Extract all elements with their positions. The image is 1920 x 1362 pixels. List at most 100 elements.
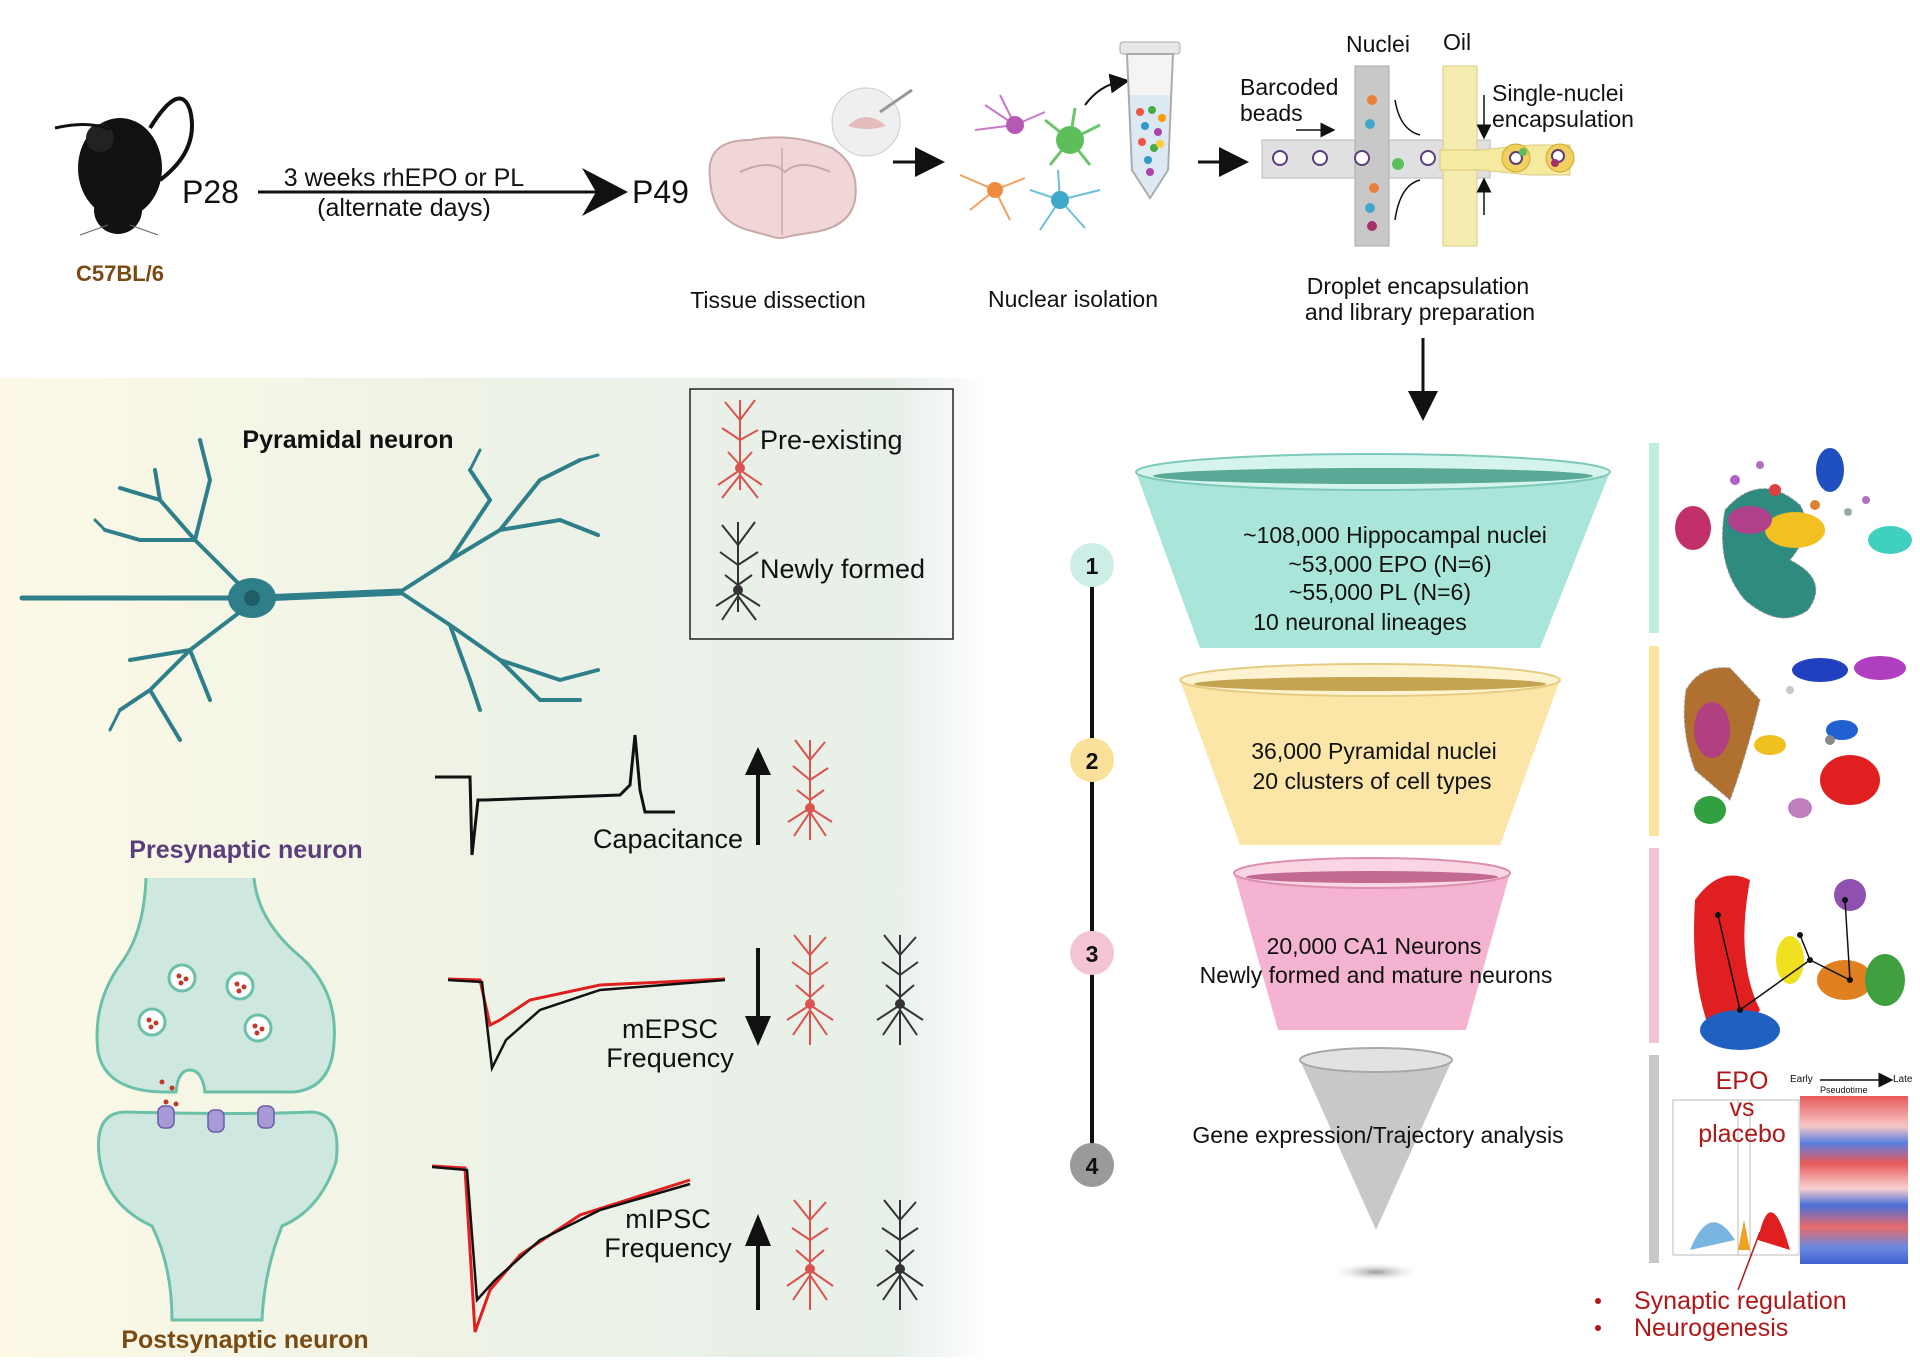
chip-encapsulation-label-2: encapsulation [1492,106,1634,132]
funnel-stage-4-rim [1299,1047,1453,1073]
stage-1-side-bar [1649,443,1659,633]
funnel-stage-3 [1234,873,1510,1030]
stage-1-text-1: ~108,000 Hippocampal nuclei [1243,522,1547,548]
stage-4-number: 4 [1086,1153,1099,1179]
mouse-strain-label: C57BL/6 [76,261,164,286]
funnel-stage-1 [1136,472,1610,648]
chip-nuclei-label: Nuclei [1346,31,1410,57]
mipsc-pre-existing-icon [786,1199,834,1310]
volcano-plot [1672,1099,1800,1256]
stage-1-text-3: ~55,000 PL (N=6) [1289,579,1471,605]
bullet-2-icon [1595,1325,1601,1331]
treatment-arrow-head [582,168,628,216]
mipsc-trace-red [431,1164,691,1333]
capacitance-neuron-icon [787,739,833,840]
mepsc-label-2: Frequency [606,1043,734,1073]
funnel-stage-3-opening [1246,871,1498,883]
mepsc-pre-existing-icon [786,934,834,1045]
treatment-label-1: 3 weeks rhEPO or PL [284,164,524,192]
capacitance-trace [435,734,675,856]
stage-3-text-2: Newly formed and mature neurons [1200,962,1553,988]
funnel-stage-4 [1300,1060,1452,1230]
stage-3-side-bar [1649,848,1659,1043]
droplet-label-2: and library preparation [1305,299,1535,325]
tube-icon [1119,41,1181,200]
capacitance-up-arrow-head [745,747,771,775]
stage-2-text-2: 20 clusters of cell types [1252,768,1491,794]
stage-3-circle [1070,931,1114,975]
stage-1-circle [1070,543,1114,587]
stage-2-side-bar [1649,646,1659,836]
pyramidal-neuron-icon [19,438,600,742]
brain-slice-icon [708,87,913,239]
mipsc-label-2: Frequency [604,1233,732,1263]
tissue-dissection-label: Tissue dissection [690,287,866,313]
epo-label-3: placebo [1698,1120,1786,1148]
presynaptic-label: Presynaptic neuron [129,836,362,864]
postsynaptic-receptors [157,1105,275,1133]
droplet-label-1: Droplet encapsulation [1307,273,1529,299]
mepsc-label-1: mEPSC [622,1014,718,1044]
mepsc-trace-black [447,978,726,1073]
epo-label-2: vs [1730,1094,1755,1122]
stage-2-text-1: 36,000 Pyramidal nuclei [1251,738,1496,764]
stage-4-side-bar [1649,1055,1659,1263]
pyramidal-neuron-title: Pyramidal neuron [242,426,453,454]
funnel-stage-2-opening [1194,677,1546,691]
funnel-stage-2 [1180,680,1560,845]
stage-1-text-2: ~53,000 EPO (N=6) [1288,551,1491,577]
heatmap-early-label: Early [1790,1074,1813,1085]
legend-pre-existing: Pre-existing [760,425,903,455]
synaptic-vesicles [137,963,273,1107]
end-age: P49 [632,174,689,210]
stage-4-text-1: Gene expression/Trajectory analysis [1192,1122,1563,1148]
presynaptic-terminal [95,877,336,1094]
stage-1-number: 1 [1086,553,1099,579]
mipsc-up-arrow-head [745,1214,771,1246]
isolated-neurons-icon [959,73,1130,231]
stage-1-text-4: 10 neuronal lineages [1253,609,1467,635]
bullet-1-icon [1595,1298,1601,1304]
funnel-shadow [1328,1262,1424,1282]
legend-pre-existing-icon [717,399,763,499]
mepsc-down-arrow-head [745,1016,771,1046]
mepsc-trace-red [447,977,726,1028]
heatmap-pseudotime-label: Pseudotime [1820,1085,1868,1095]
stage-2-number: 2 [1086,748,1099,774]
chip-oil-label: Oil [1443,29,1471,55]
nuclear-isolation-label: Nuclear isolation [988,286,1158,312]
microfluidic-chip [1261,65,1575,247]
epo-label-1: EPO [1716,1067,1769,1095]
mepsc-newly-formed-icon [876,934,924,1045]
stage-4-circle [1070,1143,1114,1187]
stage-3-text-1: 20,000 CA1 Neurons [1267,933,1482,959]
legend-newly-formed-icon [715,521,761,621]
mouse-icon [54,96,194,236]
umap-plot-3 [1694,875,1905,1050]
chip-beads-label-1: Barcoded [1240,74,1338,100]
umap-plot-1 [1675,448,1912,619]
mipsc-trace-black [431,1165,691,1304]
legend-newly-formed: Newly formed [760,554,925,584]
funnel-stage-1-opening [1153,468,1593,484]
stage-2-circle [1070,738,1114,782]
pyramidal-nucleus [244,590,260,606]
mipsc-label-1: mIPSC [625,1204,711,1234]
postsynaptic-label: Postsynaptic neuron [121,1326,368,1354]
capacitance-label: Capacitance [593,824,743,854]
bullet-synaptic-regulation: Synaptic regulation [1634,1287,1847,1315]
mipsc-newly-formed-icon [876,1199,924,1310]
volcano-pointer [1737,1231,1761,1291]
heatmap [1800,1096,1908,1264]
heatmap-late-label: Late [1893,1074,1913,1085]
umap-plot-2 [1683,656,1906,824]
stage-3-number: 3 [1086,941,1099,967]
treatment-label-2: (alternate days) [317,194,491,222]
legend-box [689,388,954,640]
bullet-neurogenesis: Neurogenesis [1634,1314,1788,1342]
chip-beads-label-2: beads [1240,100,1303,126]
start-age: P28 [182,174,239,210]
chip-encapsulation-label-1: Single-nuclei [1492,80,1624,106]
